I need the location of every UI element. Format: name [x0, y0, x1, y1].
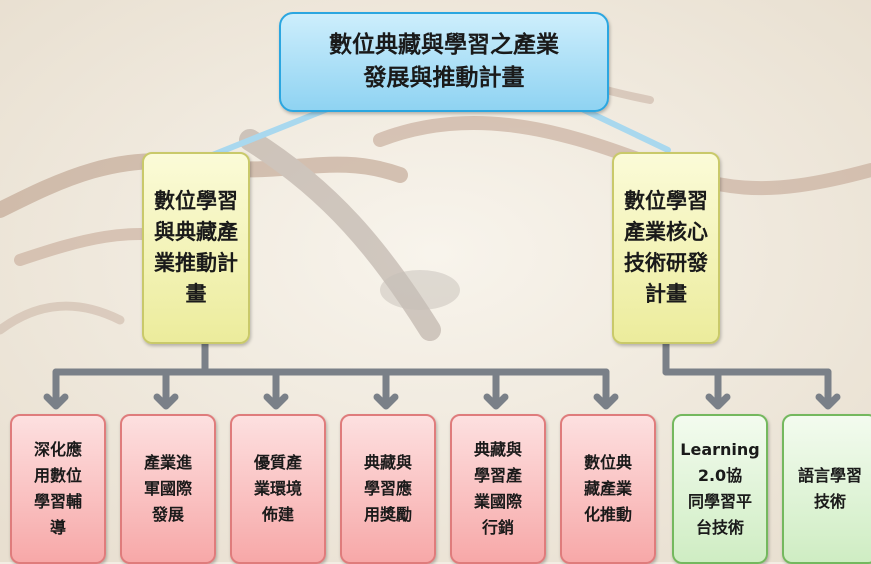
root-node-label: 數位典藏與學習之產業 發展與推動計畫 — [329, 32, 559, 91]
leaf-node-label: Learning 2.0協 同學習平 台技術 — [680, 440, 760, 537]
leaf-node-label: 優質產 業環境 佈建 — [253, 453, 302, 524]
leaf-node-learning-2-platform: Learning 2.0協 同學習平 台技術 — [672, 414, 768, 564]
root-to-left-arrow — [207, 105, 333, 159]
leaf-8-drop — [815, 368, 841, 410]
leaf-node-language-learning-tech: 語言學習 技術 — [782, 414, 871, 564]
root-to-right-arrow — [577, 105, 671, 153]
leaf-node-label: 典藏與 學習產 業國際 行銷 — [473, 440, 522, 537]
leaf-6-drop — [593, 368, 619, 410]
leaf-node-international-expansion: 產業進 軍國際 發展 — [120, 414, 216, 564]
leaf-node-application-awards: 典藏與 學習應 用獎勵 — [340, 414, 436, 564]
branch-node-elearning-archives-promotion: 數位學習 與典藏產 業推動計 畫 — [142, 152, 250, 344]
leaf-node-label: 深化應 用數位 學習輔 導 — [33, 440, 82, 537]
leaf-node-label: 數位典 藏產業 化推動 — [583, 453, 632, 524]
leaf-5-drop — [483, 368, 509, 410]
leaf-node-international-marketing: 典藏與 學習產 業國際 行銷 — [450, 414, 546, 564]
root-node: 數位典藏與學習之產業 發展與推動計畫 — [279, 12, 609, 112]
branch-node-label: 數位學習 與典藏產 業推動計 畫 — [154, 189, 238, 306]
leaf-node-label: 典藏與 學習應 用獎勵 — [363, 453, 412, 524]
leaf-3-drop — [263, 368, 289, 410]
leaf-4-drop — [373, 368, 399, 410]
leaf-1-drop — [43, 368, 69, 410]
leaf-node-application-guidance: 深化應 用數位 學習輔 導 — [10, 414, 106, 564]
leaf-2-drop — [153, 368, 179, 410]
leaf-node-industry-environment: 優質產 業環境 佈建 — [230, 414, 326, 564]
leaf-node-archives-industrialization: 數位典 藏產業 化推動 — [560, 414, 656, 564]
leaf-node-label: 語言學習 技術 — [797, 466, 862, 511]
branch-node-core-tech-rd: 數位學習 產業核心 技術研發 計畫 — [612, 152, 720, 344]
leaf-node-label: 產業進 軍國際 發展 — [143, 453, 192, 524]
leaf-7-drop — [705, 368, 731, 410]
branch-node-label: 數位學習 產業核心 技術研發 計畫 — [624, 189, 708, 306]
